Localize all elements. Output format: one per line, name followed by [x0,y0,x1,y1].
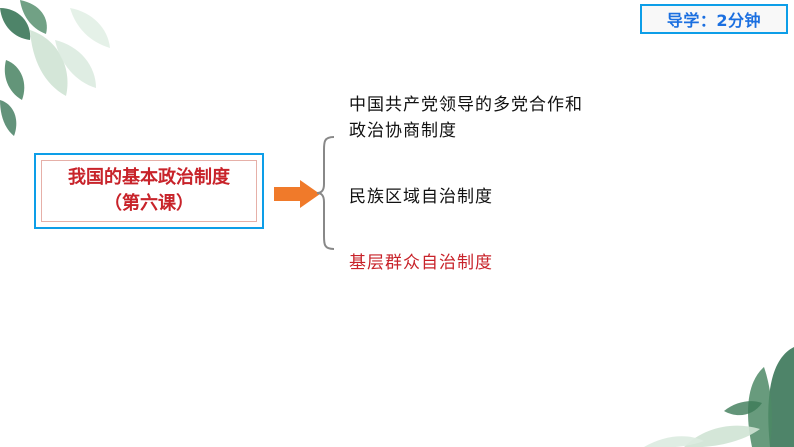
leaf-decoration-top-left [0,0,120,140]
lesson-title: 我国的基本政治制度 [68,165,230,191]
lesson-title-inner: 我国的基本政治制度 （第六课） [41,160,257,222]
leaf-decoration-bottom-right [644,337,794,447]
timer-badge: 导学：2分钟 [640,4,788,34]
brace-icon [316,136,336,250]
lesson-title-box: 我国的基本政治制度 （第六课） [34,153,264,229]
arrow-right-icon [274,180,320,208]
list-item-regional-autonomy: 民族区域自治制度 [349,184,493,210]
list-item-multiparty-cooperation: 中国共产党领导的多党合作和 政治协商制度 [349,92,583,144]
list-item-line: 中国共产党领导的多党合作和 [349,92,583,118]
list-item-line: 民族区域自治制度 [349,184,493,210]
list-item-line: 政治协商制度 [349,118,583,144]
timer-badge-label: 导学：2分钟 [667,7,761,31]
list-item-line: 基层群众自治制度 [349,250,493,276]
list-item-grassroots-self-governance: 基层群众自治制度 [349,250,493,276]
lesson-subtitle: （第六课） [104,191,194,217]
